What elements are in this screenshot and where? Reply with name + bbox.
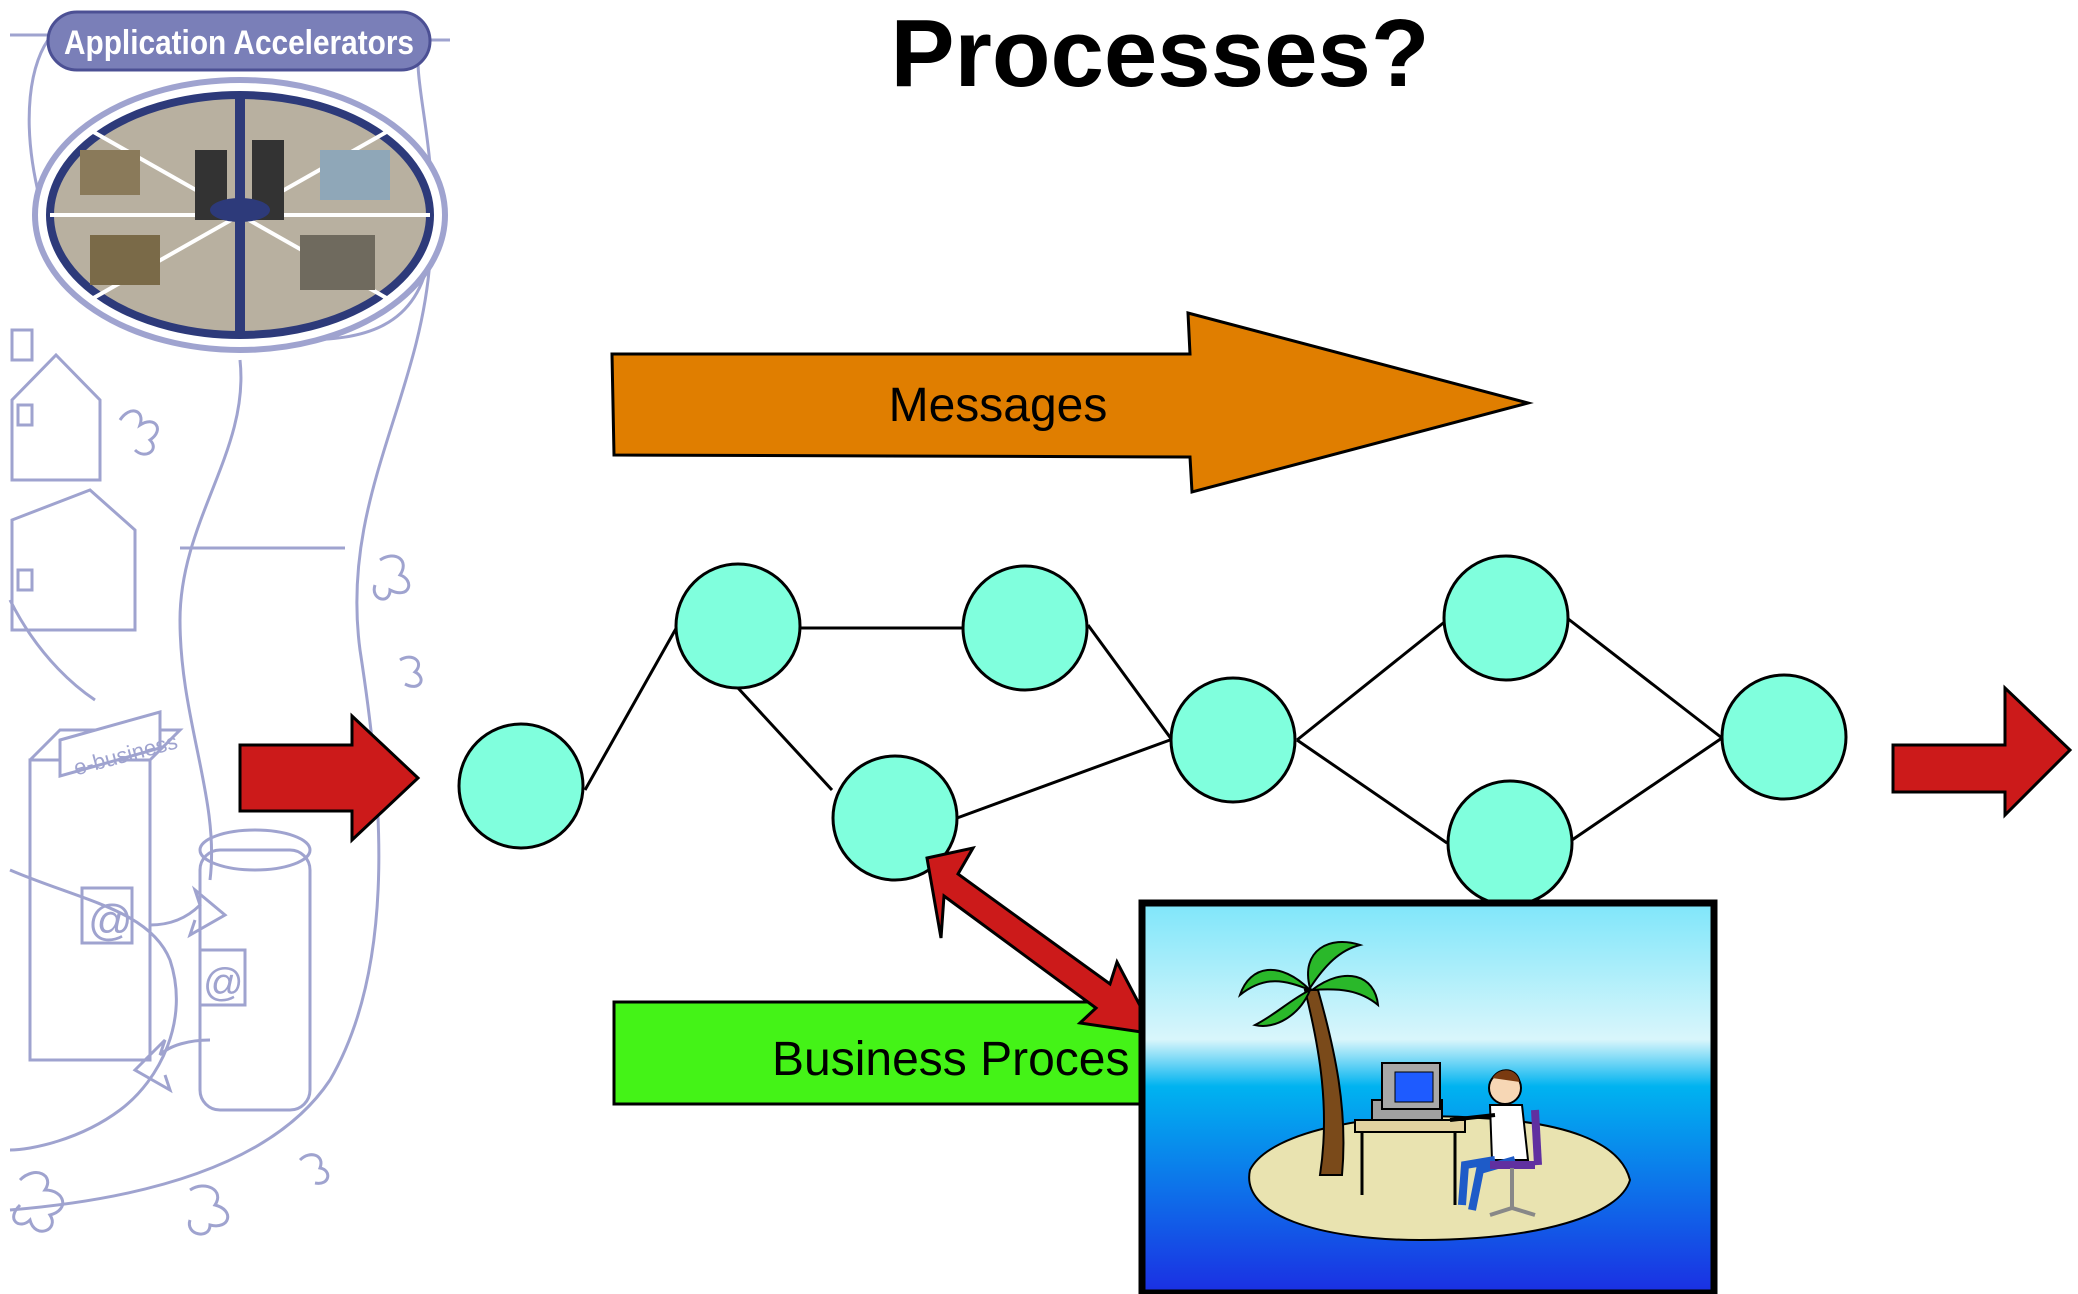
sidebar-house-1 [10,352,102,482]
edge-n5-n6 [1296,618,1448,742]
palm-leaf-4 [1252,987,1312,1027]
oval-hub [210,198,270,222]
sidebar-house-window-1 [16,403,34,427]
process-node-n6 [1442,554,1570,682]
edge-n4-n5 [956,738,1171,820]
sidebar-foliage-2 [372,554,411,601]
palm-leaf-3 [1308,974,1380,1008]
sidebar-building-right-top [198,828,312,872]
sidebar-house-2 [10,488,137,632]
business-process-bar [612,1000,1146,1106]
business-process-arrow: Business Proces [612,1000,1146,1106]
sidebar-curved-arrow-1 [149,885,228,939]
island-sand [1248,1115,1632,1242]
sidebar-illustration [8,33,450,1236]
messages-arrow-shape [610,311,1534,494]
sidebar-house-window-2 [16,568,34,592]
sidebar-foliage-3 [399,655,423,688]
sidebar-foliage-1 [118,409,159,456]
sidebar-house-door [10,328,34,362]
montage-office-2 [320,150,390,200]
edge-n5-n7 [1296,738,1448,845]
edge-n1-n2 [583,624,680,791]
messages-arrow: Messages [610,311,1534,494]
person-hair [1491,1069,1521,1083]
process-nodes [457,554,1848,907]
process-node-n1 [457,722,585,850]
chair-back [1531,1109,1542,1166]
chair-legs [1489,1205,1536,1217]
process-node-n2 [674,562,802,690]
sidebar-road-curve [9,259,432,1212]
person-shirt [1488,1104,1530,1161]
input-red-arrow [238,712,421,844]
sidebar-at-box-2 [198,948,247,1007]
montage-office-1 [80,150,140,195]
sidebar-at-box-1 [80,886,134,945]
banner-pill [46,10,432,72]
sidebar-foliage-6 [298,1153,330,1185]
sidebar-foliage-4 [12,1171,64,1233]
business-process-label: Business Proces [772,1033,1130,1086]
computer-screen [1394,1071,1434,1103]
person-arm [1449,1113,1496,1122]
banner-label: Application Accelerators [64,24,414,62]
sidebar-road-left [8,599,96,702]
sidebar-ebusiness-sign [58,710,162,778]
sidebar-road-edge [9,868,178,1152]
sidebar-at-label-1: @ [88,896,133,945]
edge-n2-n4 [736,686,834,792]
sidebar-foliage-5 [187,1184,229,1236]
process-edges [583,616,1723,845]
process-node-n8 [1720,673,1848,801]
palm-leaf-1 [1237,968,1311,998]
edge-n3-n5 [1086,624,1174,741]
process-node-n7 [1446,779,1574,907]
slide-title: Processes? [890,0,1430,107]
sidebar-banner: Application Accelerators [46,10,432,72]
sidebar-at-label-2: @ [203,961,244,1005]
island-picture [1138,899,1718,1294]
sidebar-road-inner [178,359,243,881]
sidebar-oval-montage [32,77,448,353]
desk-top [1354,1119,1466,1133]
edge-n6-n8 [1566,616,1723,740]
montage-office-4 [300,235,375,290]
process-node-n4 [831,754,959,882]
edge-n7-n8 [1571,736,1723,842]
montage-office-3 [90,235,160,285]
palm-trunk [1303,989,1345,1176]
output-red-arrow [1891,684,2073,819]
sidebar-curved-arrow-2 [132,1038,211,1094]
messages-label: Messages [889,379,1108,432]
process-node-n5 [1169,676,1297,804]
palm-leaf-2 [1307,941,1364,991]
process-node-n3 [961,564,1089,692]
